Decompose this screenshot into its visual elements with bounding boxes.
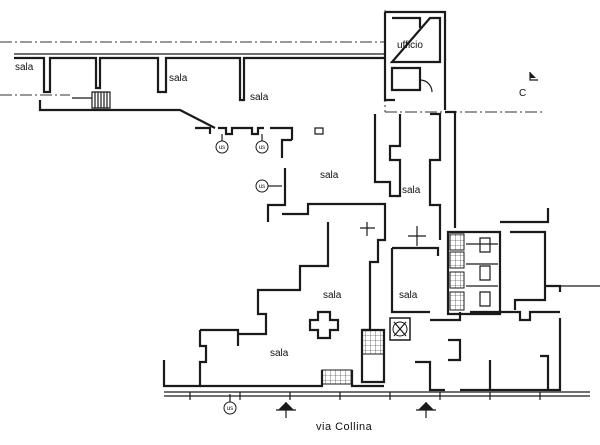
room-label-sala: sala (250, 92, 269, 103)
street-label: via Collina (316, 421, 373, 433)
middle-partition (195, 126, 387, 222)
svg-text:us: us (259, 184, 265, 190)
lower-center-walls (238, 222, 440, 340)
exit-marker-2: us (255, 134, 269, 154)
room-label-sala: sala (15, 62, 34, 73)
room-label-ufficio: ufficio (397, 40, 423, 51)
exit-marker-4: us (223, 394, 237, 415)
axis-lines (0, 10, 545, 113)
svg-text:C: C (519, 88, 526, 99)
staircase (72, 91, 111, 109)
entrance-marker-1 (276, 402, 296, 418)
north-wall (14, 53, 385, 129)
central-wall (373, 110, 457, 240)
entrance-marker-2 (416, 402, 436, 418)
exit-marker-1: us (215, 134, 229, 154)
office-block (383, 10, 447, 110)
stair-bottom (321, 317, 411, 385)
room-label-sala: sala (399, 290, 418, 301)
toilet-block (446, 208, 600, 316)
exit-marker-3: us (255, 179, 282, 193)
svg-text:us: us (259, 145, 265, 151)
room-label-sala: sala (320, 170, 339, 181)
svg-text:us: us (219, 145, 225, 151)
south-wall (162, 310, 590, 397)
room-label-sala: sala (270, 348, 289, 359)
facade-ticks (189, 392, 541, 400)
room-label-sala: sala (169, 73, 188, 84)
svg-text:us: us (227, 406, 233, 412)
room-label-sala: sala (323, 290, 342, 301)
section-marker: C (519, 72, 538, 99)
room-label-sala: sala (402, 185, 421, 196)
